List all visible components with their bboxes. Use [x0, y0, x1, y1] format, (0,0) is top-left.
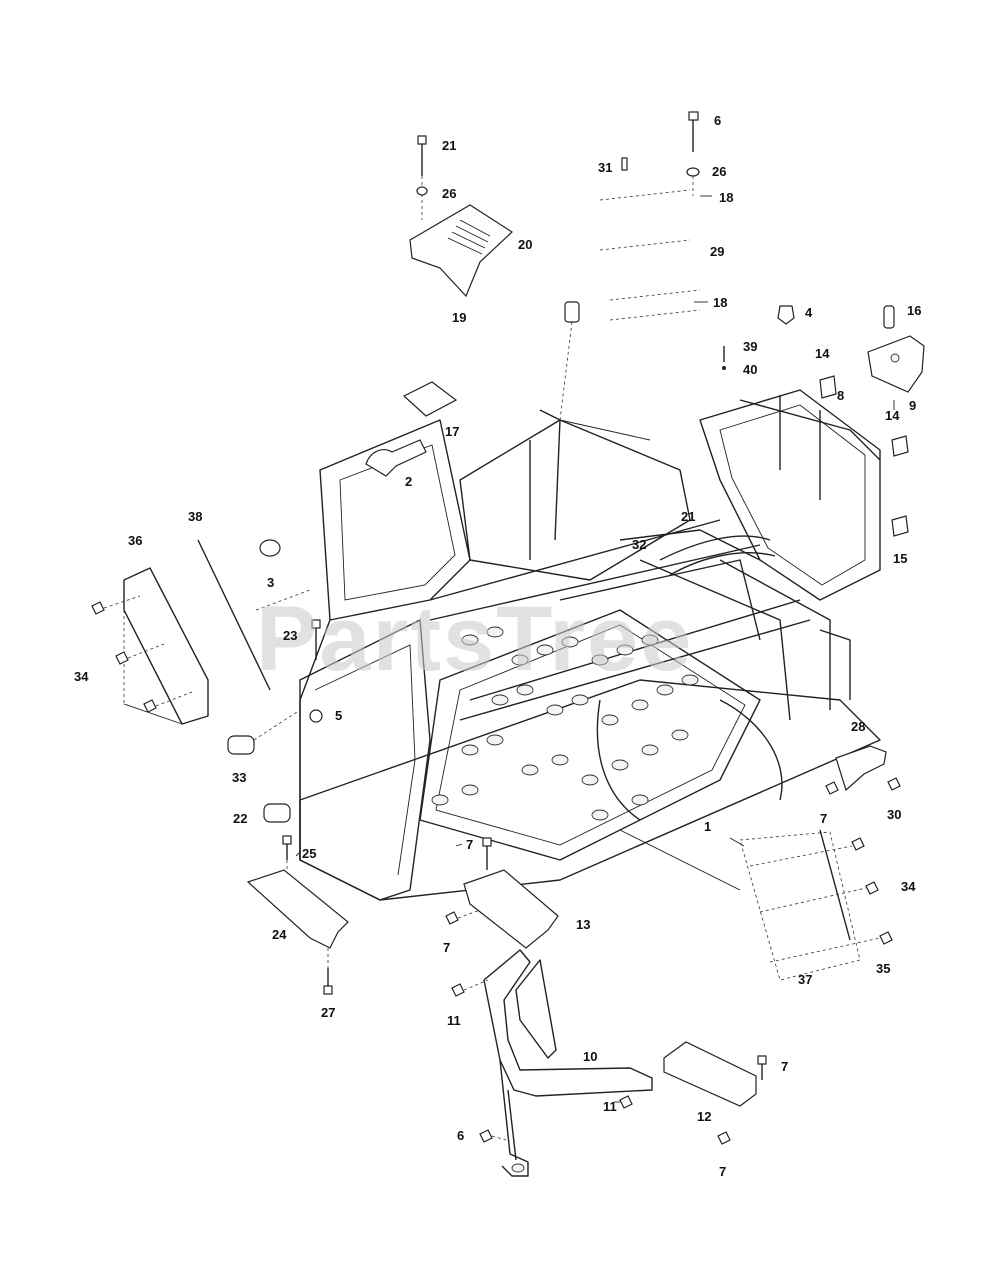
callout-6b: 6 — [457, 1128, 464, 1143]
callout-34: 34 — [74, 669, 89, 684]
bolt-11-b — [619, 1095, 633, 1109]
clip-8 — [819, 375, 837, 399]
callout-18b: 18 — [713, 295, 727, 310]
bolt-35 — [879, 931, 893, 945]
callout-5: 5 — [335, 708, 342, 723]
callout-21b: 21 — [681, 509, 695, 524]
bolt-27 — [323, 948, 333, 995]
bolt-21-top — [416, 135, 428, 220]
bolt-7-c — [717, 1131, 731, 1145]
callout-7d: 7 — [781, 1059, 788, 1074]
callout-17: 17 — [445, 424, 459, 439]
callout-16: 16 — [907, 303, 921, 318]
side-panel-36 — [123, 567, 209, 725]
callout-40: 40 — [743, 362, 757, 377]
bolt-6-top — [686, 111, 700, 196]
bolt-23 — [311, 619, 321, 660]
callout-3: 3 — [267, 575, 274, 590]
callout-23: 23 — [283, 628, 297, 643]
callout-4: 4 — [805, 305, 813, 320]
frame-assembly — [299, 389, 881, 901]
callout-21: 21 — [442, 138, 456, 153]
callout-9: 9 — [909, 398, 916, 413]
grip-22 — [263, 803, 291, 823]
bolt-30 — [887, 777, 901, 791]
callout-20: 20 — [518, 237, 532, 252]
callout-35: 35 — [876, 961, 890, 976]
floor-holes — [431, 626, 699, 821]
pedal-arm-10 — [483, 949, 653, 1177]
bracket-9 — [867, 305, 925, 393]
callout-labels: 1 2 3 4 5 6 6 7 7 7 7 7 8 9 10 11 11 12 … — [74, 113, 921, 1179]
callout-7b: 7 — [820, 811, 827, 826]
handle-2 — [365, 439, 427, 477]
callout-28: 28 — [851, 719, 865, 734]
callout-39: 39 — [743, 339, 757, 354]
callout-7c: 7 — [443, 940, 450, 955]
bolt-11-a — [451, 983, 465, 997]
column-stud — [559, 301, 580, 421]
bolt-13-top — [482, 837, 492, 870]
vented-cover-plate — [409, 204, 513, 298]
callout-27: 27 — [321, 1005, 335, 1020]
callout-26b: 26 — [712, 164, 726, 179]
callout-38: 38 — [188, 509, 202, 524]
cap-3 — [259, 539, 281, 557]
leader-lines — [295, 195, 895, 1103]
callout-7: 7 — [466, 837, 473, 852]
clip-15a — [891, 435, 909, 457]
callout-36: 36 — [128, 533, 142, 548]
callout-13: 13 — [576, 917, 590, 932]
callout-6: 6 — [714, 113, 721, 128]
callout-14b: 14 — [885, 408, 900, 423]
bracket-28 — [835, 745, 887, 792]
faint-spacer-29 — [599, 189, 701, 321]
plate-24 — [246, 869, 349, 949]
callout-24: 24 — [272, 927, 287, 942]
bolt-28-left — [825, 781, 839, 795]
callout-7e: 7 — [719, 1164, 726, 1179]
callout-12: 12 — [697, 1109, 711, 1124]
clip-15b — [891, 515, 909, 537]
callout-26: 26 — [442, 186, 456, 201]
bolt-25 — [282, 835, 292, 880]
bolts-34-left — [91, 595, 193, 713]
bolt-7-d — [851, 837, 865, 851]
callout-8: 8 — [837, 388, 844, 403]
callout-18: 18 — [719, 190, 733, 205]
side-panel-37 — [739, 829, 861, 981]
bolt-34-right — [865, 881, 879, 895]
screw-39-40 — [722, 346, 726, 370]
callout-22: 22 — [233, 811, 247, 826]
bolt-7-b — [757, 1055, 767, 1080]
callout-32: 32 — [632, 537, 646, 552]
plate-13 — [463, 869, 559, 949]
grip-33 — [227, 735, 255, 755]
callout-37: 37 — [798, 972, 812, 987]
bolt-6-bottom — [479, 1129, 493, 1143]
nut-5 — [309, 709, 323, 723]
watermark: PartsTree — [256, 588, 693, 690]
callout-19: 19 — [452, 310, 466, 325]
rod-38 — [197, 539, 271, 691]
bolt-7-a — [445, 911, 459, 925]
callout-25: 25 — [302, 846, 316, 861]
callout-11: 11 — [447, 1013, 461, 1028]
callout-1: 1 — [704, 819, 711, 834]
callout-11b: 11 — [603, 1099, 617, 1114]
knob-4 — [777, 305, 795, 325]
callout-33: 33 — [232, 770, 246, 785]
callout-34b: 34 — [901, 879, 916, 894]
callout-29: 29 — [710, 244, 724, 259]
bracket-12 — [663, 1041, 757, 1107]
callout-2: 2 — [405, 474, 412, 489]
callout-30: 30 — [887, 807, 901, 822]
plate-17 — [402, 381, 458, 417]
callout-15: 15 — [893, 551, 907, 566]
callout-10: 10 — [583, 1049, 597, 1064]
pin-31 — [621, 157, 628, 171]
callout-14: 14 — [815, 346, 830, 361]
callout-31: 31 — [598, 160, 612, 175]
